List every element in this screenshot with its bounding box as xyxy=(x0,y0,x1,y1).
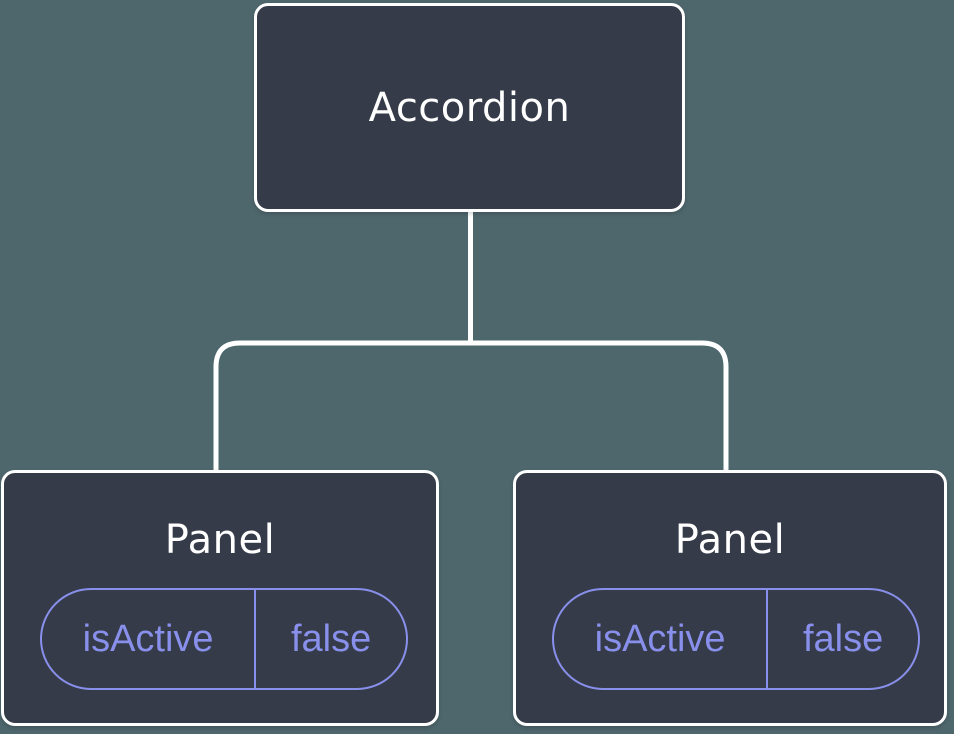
accordion-node-label: Accordion xyxy=(368,84,571,131)
panel-node-label: Panel xyxy=(164,517,276,563)
state-name-label: isActive xyxy=(42,590,257,688)
state-pill: isActive false xyxy=(40,588,408,690)
state-value-label: false xyxy=(802,617,884,660)
panel-node-label: Panel xyxy=(674,517,786,563)
component-node-panel-right: Panel isActive false xyxy=(513,470,947,726)
state-pill: isActive false xyxy=(552,588,920,690)
component-node-accordion: Accordion xyxy=(254,3,685,212)
state-name-label: isActive xyxy=(554,590,769,688)
state-value-label: false xyxy=(290,617,372,660)
component-node-panel-left: Panel isActive false xyxy=(1,470,439,726)
connector-bracket xyxy=(213,340,729,471)
